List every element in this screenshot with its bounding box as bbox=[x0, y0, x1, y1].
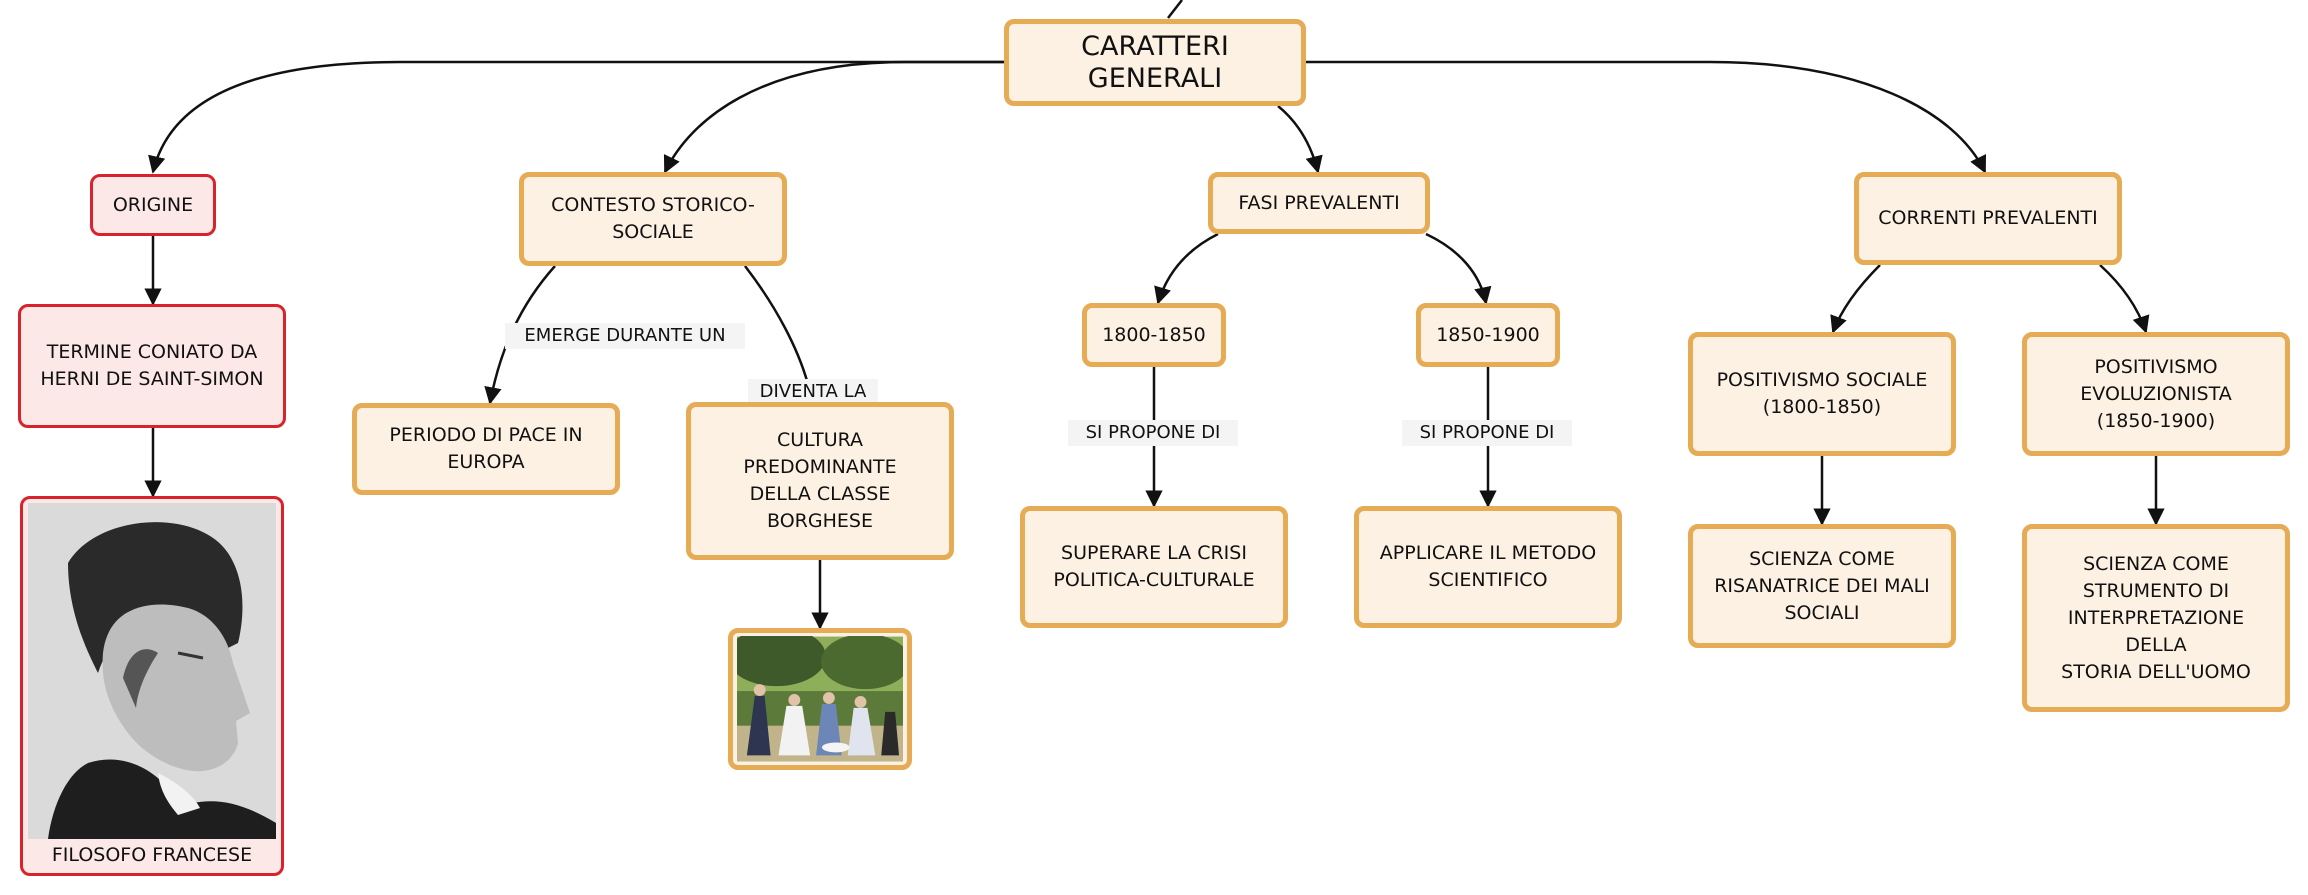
origine-node[interactable]: ORIGINE bbox=[90, 174, 216, 236]
painting-image bbox=[737, 636, 903, 762]
edge-correnti-sociale bbox=[1830, 264, 1881, 334]
cultura-node[interactable]: CULTURA PREDOMINANTE DELLA CLASSE BORGHE… bbox=[686, 402, 954, 560]
fasi-node[interactable]: FASI PREVALENTI bbox=[1208, 172, 1430, 234]
diventa-link-label: DIVENTA LA bbox=[748, 379, 878, 405]
painting-card[interactable] bbox=[728, 628, 912, 770]
periodo-1850-node[interactable]: 1850-1900 bbox=[1416, 303, 1560, 367]
propone-link-label-2: SI PROPONE DI bbox=[1402, 420, 1572, 446]
main-topic-node[interactable]: CARATTERI GENERALI bbox=[1004, 19, 1306, 106]
applicare-node[interactable]: APPLICARE IL METODO SCIENTIFICO bbox=[1354, 506, 1622, 628]
positivismo-evoluzionista-node[interactable]: POSITIVISMO EVOLUZIONISTA (1850-1900) bbox=[2022, 332, 2290, 456]
positivismo-sociale-node[interactable]: POSITIVISMO SOCIALE (1800-1850) bbox=[1688, 332, 1956, 456]
edge-contesto-cultura bbox=[744, 265, 812, 393]
termine-node[interactable]: TERMINE CONIATO DA HERNI DE SAINT-SIMON bbox=[18, 304, 286, 428]
edge-fasi-1850 bbox=[1425, 232, 1492, 305]
correnti-node[interactable]: CORRENTI PREVALENTI bbox=[1854, 172, 2122, 265]
edge-fasi-1800 bbox=[1154, 232, 1219, 305]
edge-main-contesto bbox=[663, 60, 1004, 174]
portrait-caption: FILOSOFO FRANCESE bbox=[51, 844, 253, 866]
periodo-1800-node[interactable]: 1800-1850 bbox=[1082, 303, 1226, 367]
edge-main-origine bbox=[148, 60, 1004, 174]
edge-main-correnti bbox=[1306, 60, 1987, 174]
contesto-node[interactable]: CONTESTO STORICO- SOCIALE bbox=[519, 172, 787, 266]
scienza-risanatrice-node[interactable]: SCIENZA COME RISANATRICE DEI MALI SOCIAL… bbox=[1688, 524, 1956, 648]
pace-node[interactable]: PERIODO DI PACE IN EUROPA bbox=[352, 403, 620, 495]
edge-correnti-evol bbox=[2099, 264, 2150, 334]
scienza-strumento-node[interactable]: SCIENZA COME STRUMENTO DI INTERPRETAZION… bbox=[2022, 524, 2290, 712]
superare-node[interactable]: SUPERARE LA CRISI POLITICA-CULTURALE bbox=[1020, 506, 1288, 628]
emerge-link-label: EMERGE DURANTE UN bbox=[505, 323, 745, 349]
portrait-card[interactable]: FILOSOFO FRANCESE bbox=[20, 496, 284, 876]
portrait-image bbox=[28, 503, 276, 839]
edge-incoming bbox=[1167, 0, 1183, 19]
edge-main-fasi bbox=[1277, 105, 1323, 174]
propone-link-label-1: SI PROPONE DI bbox=[1068, 420, 1238, 446]
